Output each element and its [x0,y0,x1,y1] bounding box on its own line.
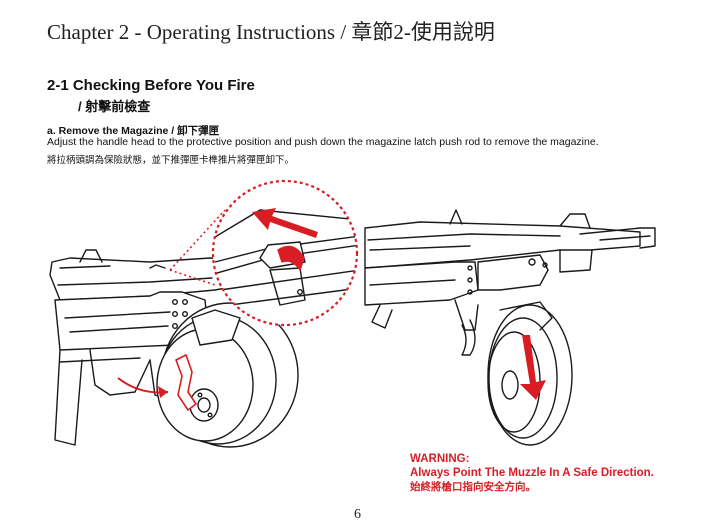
section-title: 2-1 Checking Before You Fire [47,77,255,94]
latch-arrow [117,377,169,398]
warning-text: Always Point The Muzzle In A Safe Direct… [410,467,654,479]
right-gun-illustration [364,209,656,446]
left-gun-illustration [49,249,299,448]
warning-text-zh: 始終將槍口指向安全方向。 [410,481,536,493]
step-description-zh: 將拉柄頭調為保險狀態，並下推彈匣卡榫推片將彈匣卸下。 [47,155,295,166]
chapter-title: Chapter 2 - Operating Instructions / 章節2… [47,20,495,44]
zoom-connector-lines [169,209,226,286]
step-description: Adjust the handle head to the protective… [47,136,599,148]
magazine-drop-arrow [520,335,546,400]
section-title-zh: / 射擊前檢查 [78,99,151,114]
warning-label: WARNING: [410,453,470,465]
page-number: 6 [354,507,361,522]
step-title: a. Remove the Magazine / 卸下彈匣 [47,125,220,137]
warning-block: WARNING: Always Point The Muzzle In A Sa… [410,452,654,495]
zoom-detail [211,179,359,327]
